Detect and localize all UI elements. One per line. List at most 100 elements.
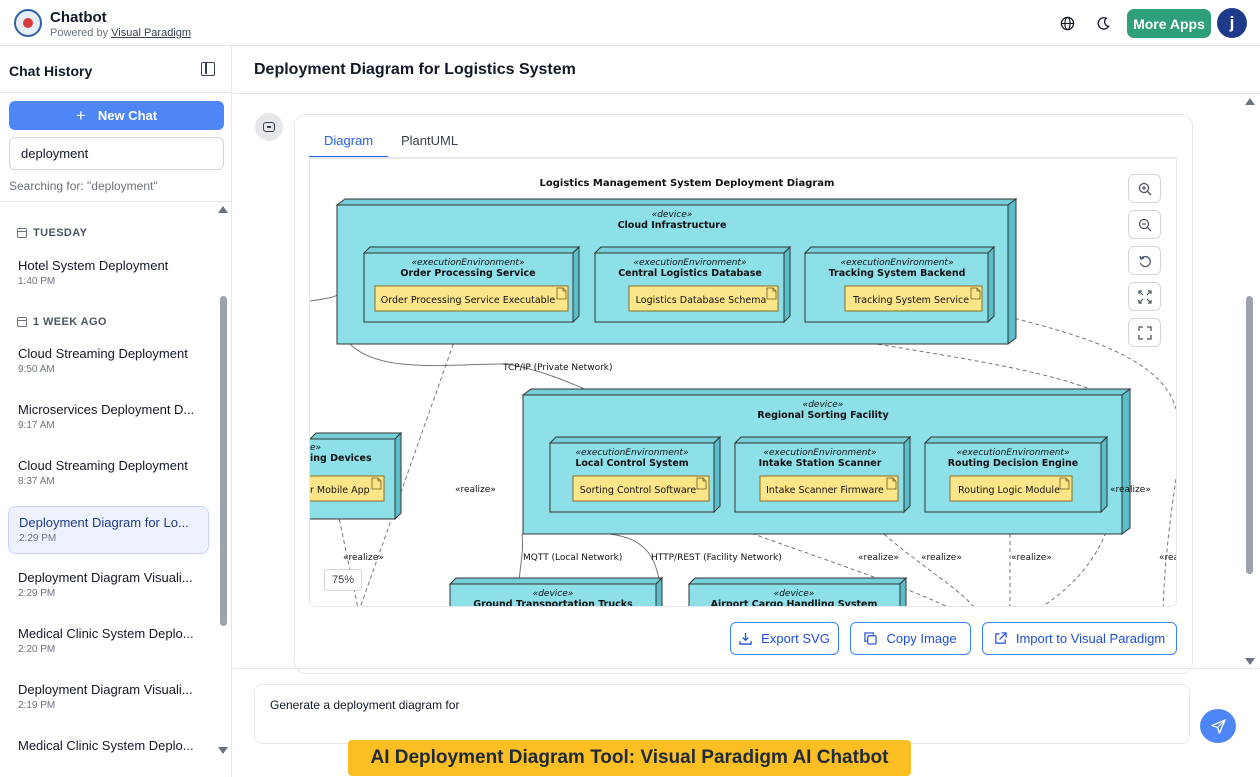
chat-history-item-active[interactable]: Deployment Diagram for Lo... 2:29 PM <box>8 506 209 554</box>
routing-engine-env: «executionEnvironment» Routing Decision … <box>923 435 1109 514</box>
order-processing-env: «executionEnvironment» Order Processing … <box>362 245 581 324</box>
user-avatar[interactable]: j <box>1217 8 1247 38</box>
chat-history-item[interactable]: Cloud Streaming Deployment 9:50 AM <box>8 338 209 386</box>
scroll-down-icon[interactable] <box>1245 658 1255 665</box>
sidebar-toggle-icon[interactable] <box>201 62 215 76</box>
robot-icon <box>263 122 275 132</box>
chat-history-title: Chat History <box>9 63 93 79</box>
connector-line <box>987 310 1176 410</box>
search-status: Searching for: "deployment" <box>9 179 158 193</box>
divider <box>0 201 231 202</box>
top-bar: Chatbot Powered by Visual Paradigm More … <box>0 0 1260 46</box>
tab-plantuml-source[interactable]: PlantUML Source <box>401 133 458 174</box>
reset-zoom-button[interactable] <box>1128 246 1161 275</box>
stereotype-label: «device» <box>774 589 815 599</box>
globe-icon[interactable] <box>1056 12 1078 34</box>
connector-line <box>349 343 626 410</box>
artifact-name: Sorting Control Software <box>580 485 697 496</box>
chat-history-item[interactable]: Deployment Diagram Visuali... 2:29 PM <box>8 562 209 610</box>
stereotype-label: «device» <box>652 210 693 220</box>
chat-name: Deployment Diagram for Lo... <box>19 515 189 530</box>
copy-icon <box>864 632 878 645</box>
chat-time: 9:17 AM <box>18 420 55 431</box>
realize-label: «realize» <box>1011 553 1052 563</box>
group-label-text: 1 WEEK AGO <box>33 316 107 328</box>
chat-history-item[interactable]: Medical Clinic System Deplo... <box>8 730 209 777</box>
stereotype-label: «executionEnvironment» <box>763 448 876 458</box>
chat-history-item[interactable]: Cloud Streaming Deployment 8:37 AM <box>8 450 209 498</box>
realize-label: «realize» <box>921 553 962 563</box>
import-vp-label: Import to Visual Paradigm <box>1015 631 1166 646</box>
sidebar-scrollbar[interactable] <box>218 206 228 756</box>
scrollbar-thumb[interactable] <box>220 296 227 626</box>
zoom-out-button[interactable] <box>1128 210 1161 239</box>
copy-image-label: Copy Image <box>886 631 957 646</box>
stereotype-label: e» <box>310 443 321 453</box>
realize-label: «realize» <box>455 485 496 495</box>
airport-cargo-node: «device» Airport Cargo Handling System <box>687 576 908 606</box>
env-name: Local Control System <box>575 458 688 469</box>
new-chat-button[interactable]: +New Chat <box>9 101 224 130</box>
chat-time: 2:29 PM <box>18 588 56 599</box>
connector-line <box>1042 518 1111 606</box>
zoom-in-icon <box>1138 182 1151 195</box>
node-name: Ground Transportation Trucks <box>473 599 633 607</box>
env-name: Intake Station Scanner <box>759 458 882 469</box>
env-name: Order Processing Service <box>400 268 535 279</box>
artifact-name: Tracking System Service <box>852 295 969 306</box>
copy-image-button[interactable]: Copy Image <box>850 622 971 655</box>
connector-line <box>310 294 338 302</box>
stereotype-label: «device» <box>803 400 844 410</box>
send-icon <box>1210 718 1226 734</box>
import-visual-paradigm-button[interactable]: Import to Visual Paradigm <box>982 622 1177 655</box>
artifact-name: Intake Scanner Firmware <box>766 485 884 496</box>
plus-icon: + <box>75 105 86 125</box>
stereotype-label: «executionEnvironment» <box>633 258 746 268</box>
link-label-mqtt: MQTT (Local Network) <box>523 553 622 563</box>
chat-time: 2:20 PM <box>18 644 56 655</box>
chat-search-input[interactable] <box>9 137 224 170</box>
scroll-up-icon[interactable] <box>218 206 228 213</box>
send-button[interactable] <box>1200 709 1236 743</box>
visual-paradigm-link[interactable]: Visual Paradigm <box>111 27 192 39</box>
scrollbar-thumb[interactable] <box>1246 296 1253 574</box>
conversation-title: Deployment Diagram for Logistics System <box>254 61 576 78</box>
ground-trucks-node: «device» Ground Transportation Trucks <box>448 576 664 607</box>
fit-to-screen-button[interactable] <box>1128 282 1161 311</box>
export-svg-button[interactable]: Export SVG <box>730 622 839 655</box>
chat-time: 1:40 PM <box>18 276 56 287</box>
connector-line <box>360 310 466 606</box>
prompt-input[interactable]: Generate a deployment diagram for <box>254 684 1190 744</box>
env-name: Routing Decision Engine <box>948 458 1079 469</box>
link-label-http: HTTP/REST (Facility Network) <box>651 553 782 563</box>
chat-history-item[interactable]: Deployment Diagram Visuali... 2:19 PM <box>8 674 209 722</box>
artifact-name: r Mobile App <box>310 485 370 496</box>
realize-label: «realize» <box>1110 485 1151 495</box>
chat-history-item[interactable]: Hotel System Deployment 1:40 PM <box>8 250 209 298</box>
diagram-canvas[interactable]: Logistics Management System Deployment D… <box>309 158 1177 607</box>
scroll-up-icon[interactable] <box>1245 98 1255 105</box>
realize-label: «realize» <box>858 553 899 563</box>
chat-history-list: TUESDAY Hotel System Deployment 1:40 PM … <box>0 203 216 777</box>
local-control-env: «executionEnvironment» Local Control Sys… <box>548 435 722 514</box>
more-apps-button[interactable]: More Apps <box>1127 9 1211 38</box>
link-label-tcp: TCP/IP (Private Network) <box>502 363 613 373</box>
tab-diagram[interactable]: Diagram <box>309 128 389 158</box>
main-scrollbar[interactable] <box>1244 96 1256 666</box>
caption-banner: AI Deployment Diagram Tool: Visual Parad… <box>348 740 911 776</box>
realize-label: «rea <box>1159 553 1177 563</box>
chat-history-item[interactable]: Microservices Deployment D... 9:17 AM <box>8 394 209 442</box>
node-name: ing Devices <box>310 453 372 464</box>
export-svg-label: Export SVG <box>761 631 830 646</box>
download-icon <box>739 632 752 645</box>
external-link-icon <box>995 632 1007 644</box>
fullscreen-button[interactable] <box>1128 318 1161 347</box>
zoom-in-button[interactable] <box>1128 174 1161 203</box>
stereotype-label: «executionEnvironment» <box>411 258 524 268</box>
chat-time: 8:37 AM <box>18 476 55 487</box>
chat-history-item[interactable]: Medical Clinic System Deplo... 2:20 PM <box>8 618 209 666</box>
scroll-down-icon[interactable] <box>218 747 228 754</box>
moon-icon[interactable] <box>1092 12 1114 34</box>
chat-name: Medical Clinic System Deplo... <box>18 626 194 641</box>
chat-name: Microservices Deployment D... <box>18 402 195 417</box>
